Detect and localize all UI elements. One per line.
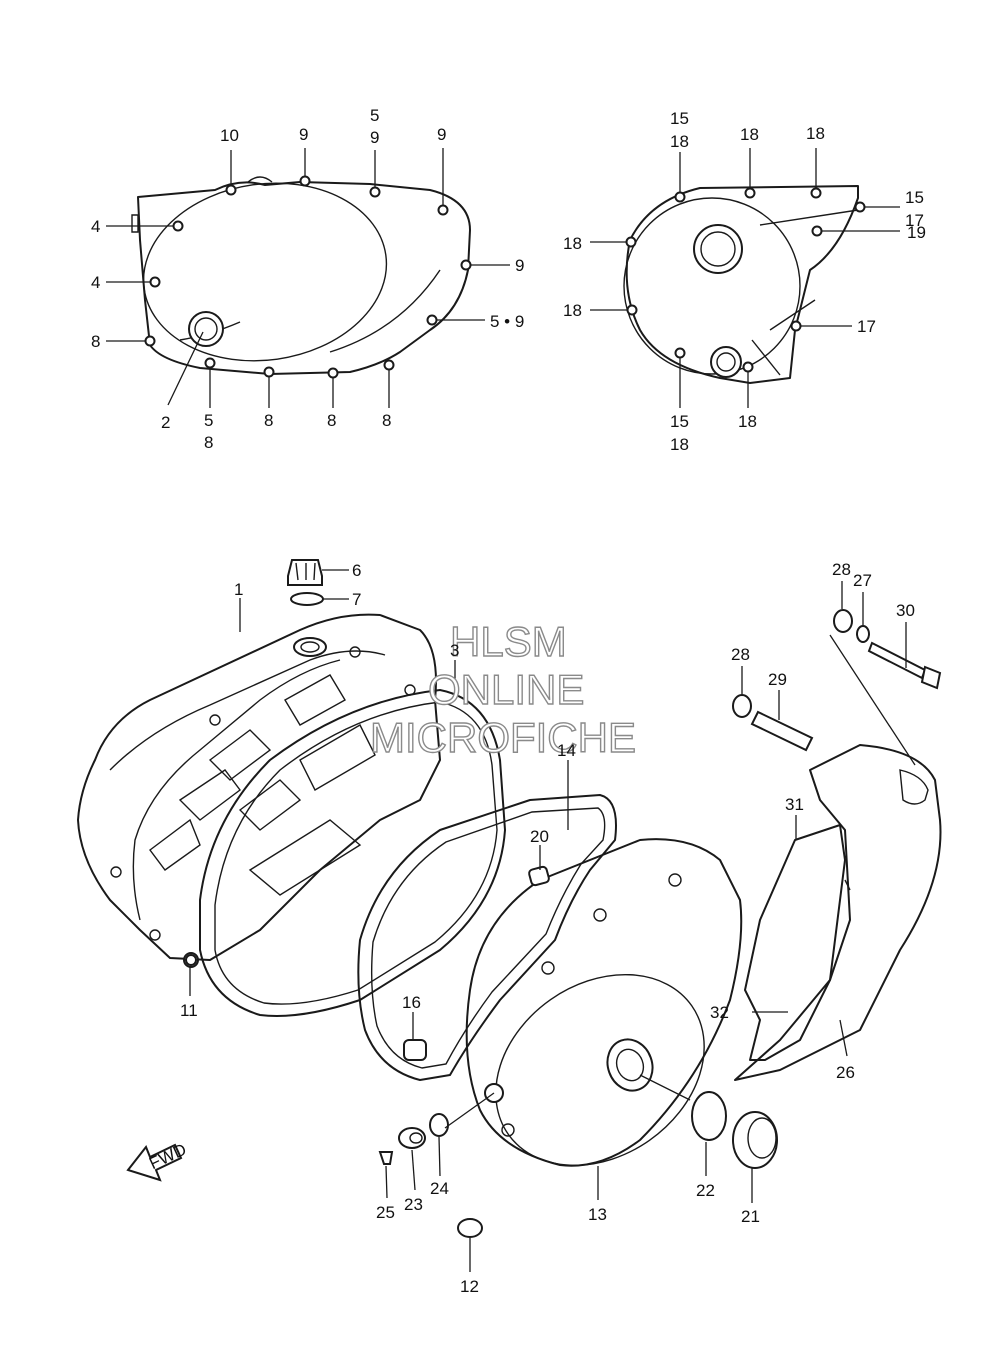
label-30: 30 [896,601,915,620]
clutch-cover-gasket-part-3 [199,689,506,1017]
label-18: 18 [670,132,689,151]
leader-lines-top-right [590,148,900,408]
label-26: 26 [836,1063,855,1082]
label-17: 17 [905,211,924,230]
oil-filler-plug-boss [188,311,224,347]
label-29: 29 [768,670,787,689]
magneto-cover-outline [625,185,859,384]
label-5-9: 5 • 9 [490,312,524,331]
magneto-cover-outline-view [590,148,900,408]
magneto-cover-gasket-part-14 [357,794,617,1081]
label-6: 6 [352,561,361,580]
inner-plate-part-31 [744,824,846,1061]
label-24: 24 [430,1179,449,1198]
label-8: 8 [204,433,213,452]
watermark-line2: ONLINE [428,666,584,713]
watermark-line1: HLSM [450,618,567,665]
label-13: 13 [588,1205,607,1224]
label-11: 11 [180,1001,198,1020]
label-18: 18 [563,301,582,320]
leader-lines-top-left [106,148,510,408]
label-32: 32 [710,1003,729,1022]
label-15: 15 [670,412,689,431]
label-25: 25 [376,1203,395,1222]
leader-lines-exploded [189,569,916,1272]
label-18: 18 [740,125,759,144]
label-18: 18 [670,435,689,454]
label-8: 8 [91,332,100,351]
label-12: 12 [460,1277,479,1296]
label-18: 18 [806,124,825,143]
label-9: 9 [299,125,308,144]
label-9: 9 [437,125,446,144]
label-31: 31 [785,795,804,814]
label-9: 9 [515,256,524,275]
label-9: 9 [370,128,379,147]
label-5: 5 [204,411,213,430]
label-3: 3 [450,641,459,660]
label-8: 8 [264,411,273,430]
label-1: 1 [234,580,243,599]
label-8: 8 [327,411,336,430]
fwd-label: FWD [146,1140,189,1174]
label-2: 2 [161,413,170,432]
small-parts [185,559,942,1238]
label-19: 19 [907,223,926,242]
clutch-cover-outline [137,181,471,375]
label-10: 10 [220,126,239,145]
label-18: 18 [738,412,757,431]
magneto-cover-part-13 [465,838,743,1167]
magneto-cover-face [623,197,801,375]
label-23: 23 [404,1195,423,1214]
sprocket-cover-part-26 [734,744,942,1081]
label-28: 28 [832,560,851,579]
label-14: 14 [557,741,576,760]
label-15: 15 [670,109,689,128]
label-7: 7 [352,590,361,609]
label-28: 28 [731,645,750,664]
label-5: 5 [370,106,379,125]
label-16: 16 [402,993,421,1012]
label-4: 4 [91,273,100,292]
fwd-arrow-icon: FWD [126,1140,189,1182]
watermark-line3: MICROFICHE [370,714,636,761]
clutch-cover-part-1 [77,613,441,968]
label-8: 8 [382,411,391,430]
clutch-cover-outline-view [106,148,510,408]
label-18: 18 [563,234,582,253]
label-22: 22 [696,1181,715,1200]
label-15: 15 [905,188,924,207]
watermark: HLSM ONLINE MICROFICHE [369,617,636,761]
bolt-holes-magneto [625,187,866,373]
part-labels: 10 9 5 9 9 4 4 8 9 5 • 9 2 5 8 8 8 8 15 … [91,106,926,1296]
label-17: 17 [857,317,876,336]
clutch-cover-inner-rim [142,182,388,362]
label-27: 27 [853,571,872,590]
label-20: 20 [530,827,549,846]
label-21: 21 [741,1207,760,1226]
label-4: 4 [91,217,100,236]
bolt-holes [144,175,472,379]
